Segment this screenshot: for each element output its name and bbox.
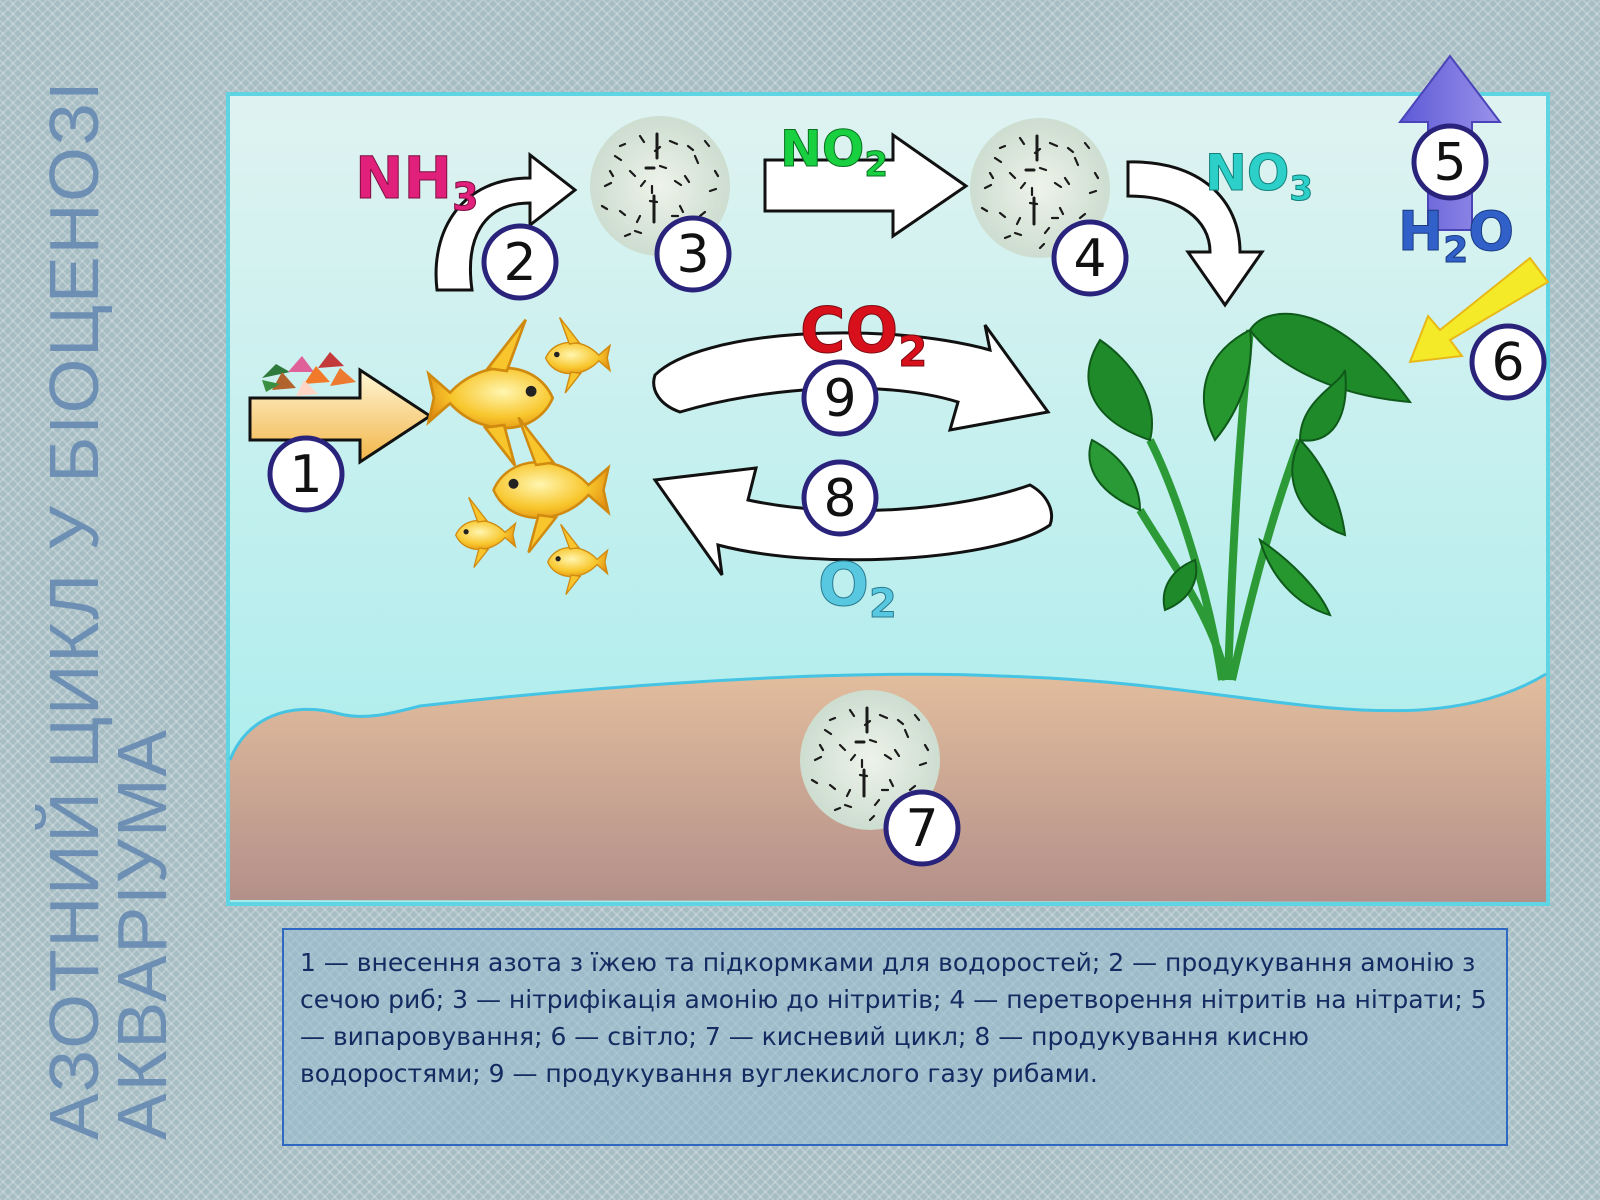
no3-label: NO3 [1205,144,1314,210]
number-4: 4 [1073,229,1106,289]
aquatic-plant-icon [1087,312,1413,681]
nh3-sub: 3 [452,175,478,219]
co2-label: CO2 [800,294,928,377]
co2-base: CO [800,294,898,367]
number-9: 9 [823,369,856,429]
caption-box: 1 — внесення азота з їжею та підкормками… [282,928,1508,1146]
number-1-badge: 1 [267,435,345,513]
number-3: 3 [676,225,709,285]
svg-text:NO3: NO3 [1205,144,1313,209]
number-7-badge: 7 [883,789,961,867]
no2-sub: 2 [864,145,888,185]
ammonium-arrow [434,151,578,292]
number-8: 8 [823,469,856,529]
nh3-label: NH3 [355,144,480,220]
o2-base: O [818,550,869,620]
o2-label: O2 [818,550,898,628]
number-9-badge: 9 [801,359,879,437]
co2-sub: 2 [898,327,927,376]
h2o-h: H [1398,200,1443,263]
svg-text:H2O: H2O [1398,200,1514,271]
number-5: 5 [1433,133,1466,193]
no3-sub: 3 [1289,169,1313,209]
h2o-o: O [1468,200,1514,263]
caption-text: 1 — внесення азота з їжею та підкормками… [300,948,1487,1088]
svg-text:CO2: CO2 [800,294,927,376]
number-1: 1 [289,445,322,505]
light-arrow [1408,256,1550,364]
no3-base: NO [1205,144,1289,202]
svg-text:O2: O2 [818,550,897,627]
o2-sub: 2 [869,581,897,627]
svg-text:NH3: NH3 [355,144,479,219]
number-6-badge: 6 [1469,323,1547,401]
nitrite-arrow [763,132,969,239]
nitrate-arrow [1126,160,1265,308]
h2o-sub: 2 [1443,230,1468,271]
h2o-label: H2O [1398,200,1515,272]
no2-label: NO2 [780,120,889,186]
no2-base: NO [780,120,864,178]
number-6: 6 [1491,333,1524,393]
food-pile-icon [262,352,356,396]
number-4-badge: 4 [1051,219,1129,297]
number-2-badge: 2 [481,223,559,301]
svg-text:NO2: NO2 [780,120,888,185]
nh3-base: NH [355,144,452,212]
number-5-badge: 5 [1411,123,1489,201]
number-8-badge: 8 [801,459,879,537]
number-3-badge: 3 [654,215,732,293]
number-2: 2 [503,233,536,293]
number-7: 7 [905,799,938,859]
